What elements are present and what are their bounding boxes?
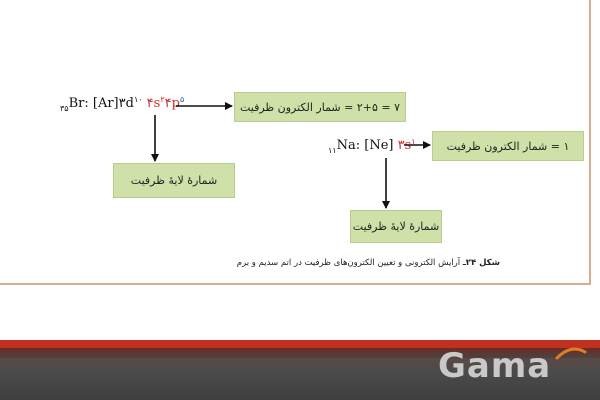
figure-caption-text: آرایش الکترونی و تعیین الکترون‌های ظرفیت… xyxy=(236,258,463,268)
br-valence-shell-text: شمارهٔ لایهٔ ظرفیت xyxy=(130,174,218,187)
na-valence-shell-box: شمارهٔ لایهٔ ظرفیت xyxy=(350,210,442,243)
br-s-exponent: ۲ xyxy=(160,95,165,104)
na-s-exponent: ۱ xyxy=(411,137,416,146)
br-config-core: : [Ar]۳d xyxy=(84,96,134,111)
na-atomic-number: ۱۱ xyxy=(328,146,337,155)
gama-logo: Gama xyxy=(438,346,588,386)
gama-logo-text: Gama xyxy=(438,346,552,386)
na-config-core: : [Ne] xyxy=(355,138,398,153)
br-valence-count-box: ۷ = ۲+۵ = شمار الکترون ظرفیت xyxy=(234,92,406,122)
br-atomic-number: ۳۵ xyxy=(60,104,69,113)
br-s-orbital: ۴s xyxy=(146,96,161,111)
br-symbol: Br xyxy=(68,96,85,111)
br-p-orbital: ۴p xyxy=(164,96,180,111)
gama-logo-swoosh-icon xyxy=(555,347,587,360)
br-valence-count-text: ۷ = ۲+۵ = شمار الکترون ظرفیت xyxy=(239,100,401,114)
slide-frame-right xyxy=(589,0,591,283)
slide-frame-bottom xyxy=(0,283,591,285)
na-valence-count-text: ۱ = شمار الکترون ظرفیت xyxy=(446,139,570,153)
figure-caption: شکل ۲۴ـ آرایش الکترونی و تعیین الکترون‌ه… xyxy=(237,258,500,274)
br-p-exponent: ۵ xyxy=(179,95,185,104)
br-d-exponent: ۱۰ xyxy=(133,95,143,104)
footer-brand-bar xyxy=(0,340,600,400)
footer-red-stripe xyxy=(0,340,600,348)
na-valence-shell-text: شمارهٔ لایهٔ ظرفیت xyxy=(352,220,440,233)
na-symbol: Na xyxy=(336,138,356,153)
na-valence-count-box: ۱ = شمار الکترون ظرفیت xyxy=(432,131,584,161)
figure-caption-label: شکل ۲۴ـ xyxy=(462,258,500,268)
br-electron-config: ۳۵Br: [Ar]۳d۱۰ ۴s۲۴p۵ xyxy=(60,95,185,113)
footer-shadow-stripe xyxy=(0,348,600,358)
br-valence-shell-box: شمارهٔ لایهٔ ظرفیت xyxy=(113,163,235,198)
